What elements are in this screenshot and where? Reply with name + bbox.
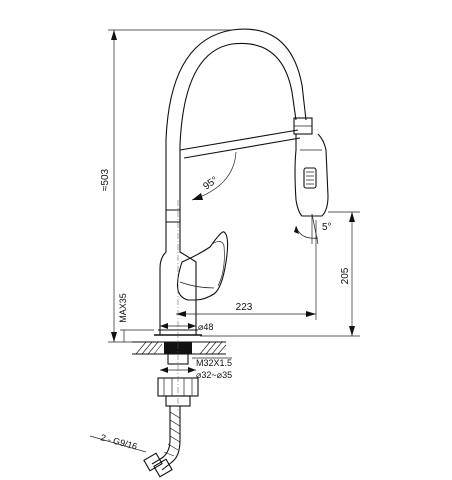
dimension-lever-height: 205 (200, 211, 360, 337)
base-diameter-label: ⌀48 (198, 322, 213, 332)
dimension-max-deck: MAX35 (118, 293, 154, 342)
spray-tilt-label: 5° (322, 222, 332, 233)
hose-braid (163, 411, 181, 457)
swivel-angle-label: 95° (201, 175, 220, 193)
hole-diameter-label: ⌀32~⌀35 (196, 370, 232, 380)
hose-right (161, 406, 181, 471)
countertop-section: M32X1.5 ⌀32~⌀35 (132, 341, 232, 380)
hole-arrow-right (188, 367, 196, 373)
hose-leader (89, 435, 147, 453)
spray-button (303, 167, 317, 189)
mounting-nut-faces (163, 378, 193, 396)
arch-outer (165, 28, 307, 210)
arrow-top (111, 30, 117, 40)
spray-axis-tilted (311, 213, 319, 245)
angle-spray-tilt: 5° (294, 213, 332, 245)
arrow-223-right (306, 311, 316, 317)
spray-tilt-arrow (294, 226, 299, 234)
overall-height-label: ≈503 (100, 168, 111, 191)
hole-arrow-left (160, 367, 168, 373)
arrow-223-left (176, 311, 186, 317)
thread-label: M32X1.5 (196, 358, 232, 368)
spray-head-body (294, 133, 329, 217)
swivel-arrow (192, 193, 203, 200)
hose-fitting-left (143, 452, 163, 472)
reach-label: 223 (236, 302, 253, 313)
arrow-48-right (188, 323, 196, 329)
arch-inner (179, 42, 297, 210)
arrow-205-bottom (349, 326, 355, 336)
hose-fitting-right (153, 458, 173, 478)
countertop-hatch (135, 341, 227, 355)
spray-head (294, 133, 329, 217)
lever-handle (176, 231, 229, 301)
hose-label: 2 - G9/16 (99, 432, 138, 451)
flexible-spout-arch (165, 28, 313, 210)
faucet-body (154, 209, 229, 336)
angle-swivel: 95° (191, 151, 237, 201)
dimension-reach: 223 (176, 220, 317, 320)
hose-left (151, 406, 171, 465)
arrow-bottom (111, 332, 117, 342)
lever-height-label: 205 (340, 267, 351, 284)
arrow-205-top (349, 212, 355, 222)
spout-collar (165, 209, 181, 222)
spray-button-grip (306, 171, 314, 185)
support-rod-bottom (183, 137, 301, 159)
max-deck-label: MAX35 (118, 293, 128, 323)
lever-contour (211, 241, 225, 287)
lever-joint (179, 281, 215, 289)
support-rod-top (179, 129, 299, 151)
arrow-48-left (160, 323, 168, 329)
base-column (159, 221, 197, 335)
supply-hoses: 2 - G9/16 (89, 406, 181, 478)
